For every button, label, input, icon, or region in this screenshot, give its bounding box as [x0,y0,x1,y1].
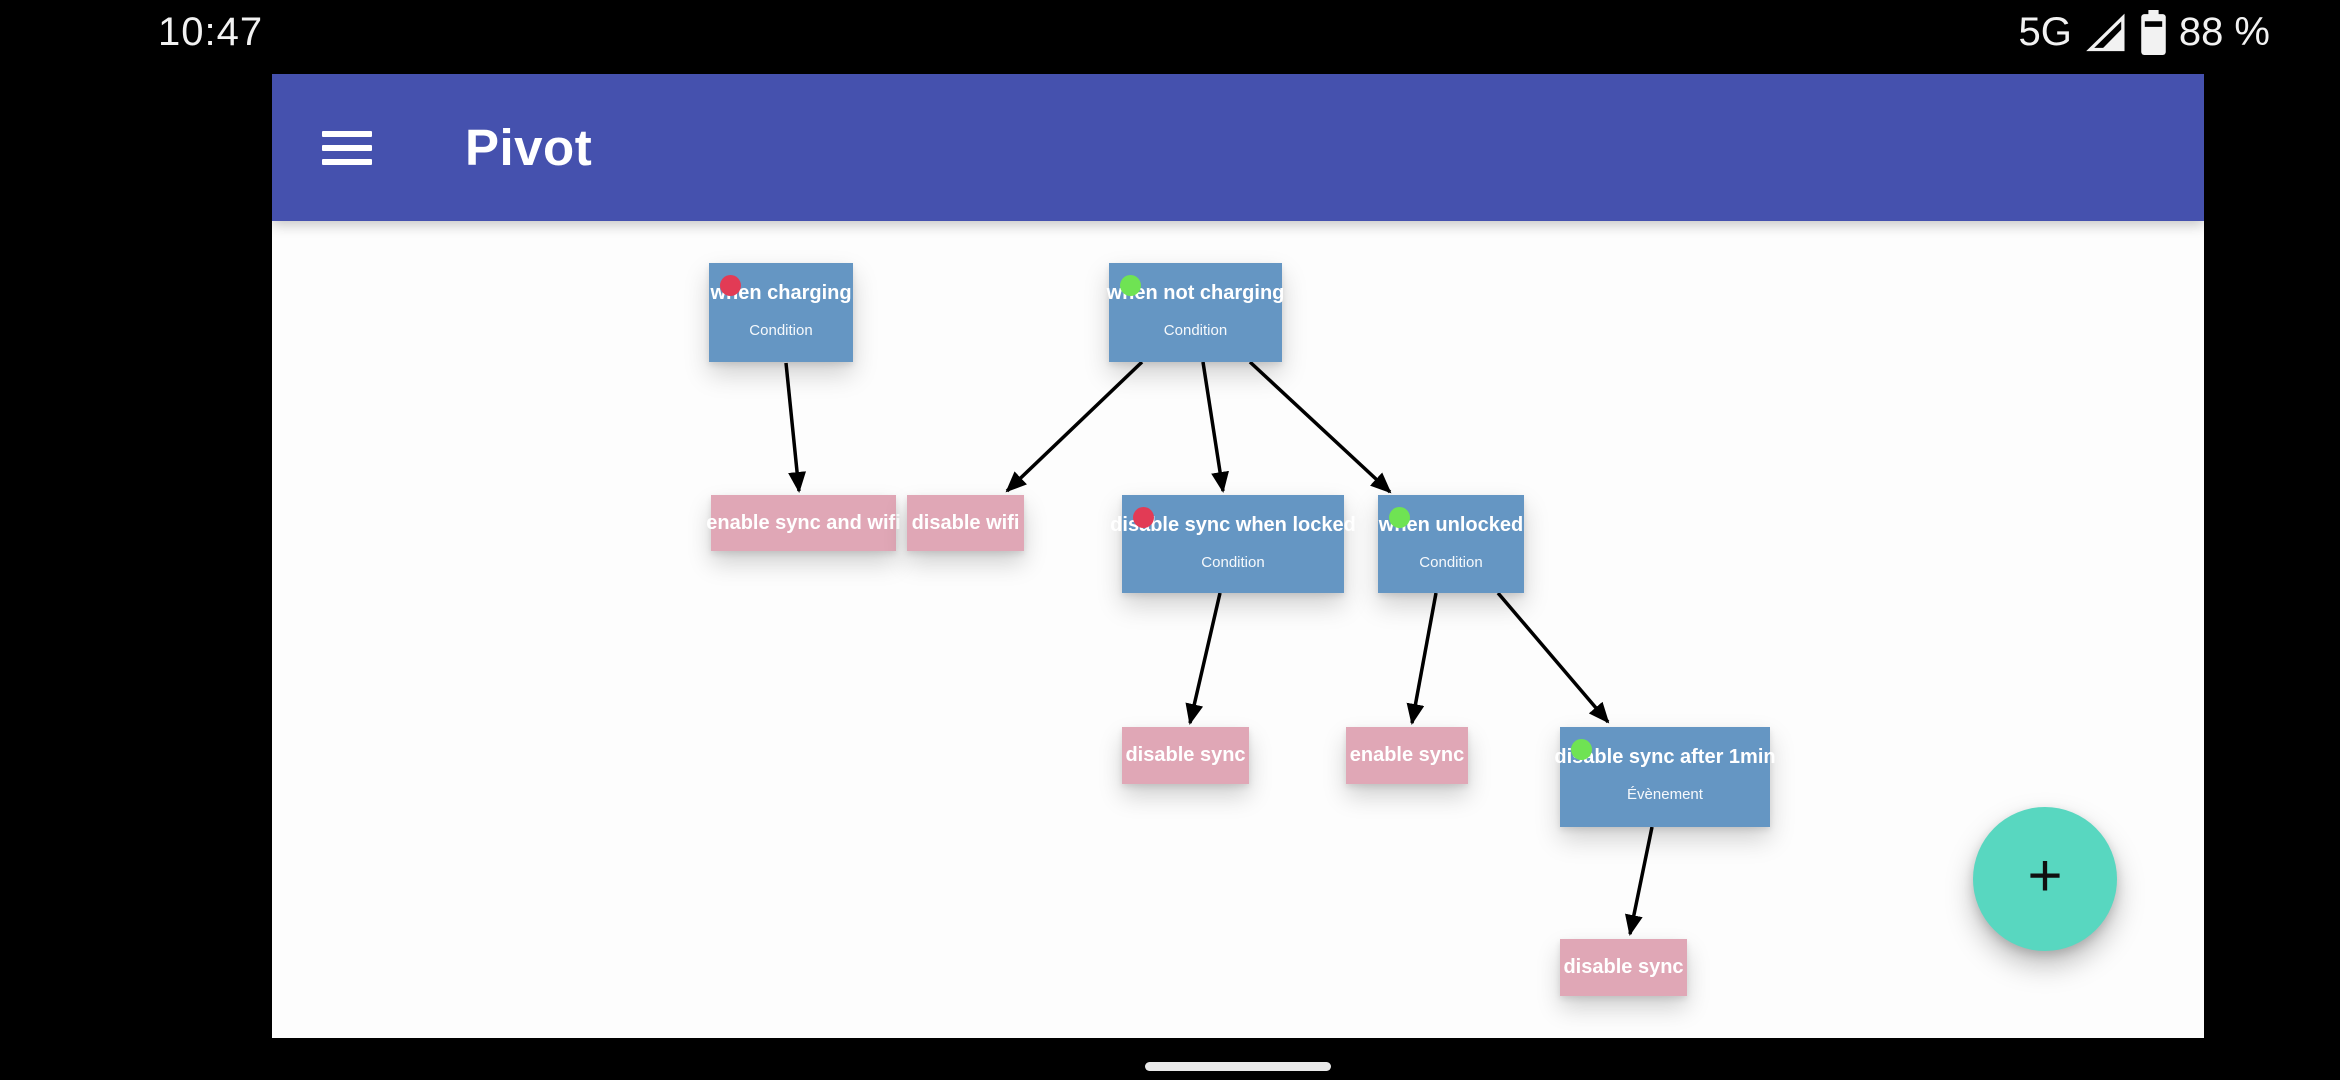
flow-node[interactable]: disable sync after 1min Évènement [1554,727,1776,827]
node-subtitle: Condition [749,322,813,339]
node-subtitle: Évènement [1627,786,1703,803]
flowchart-canvas[interactable]: when charging Condition when not chargin… [272,221,2204,1038]
flow-edge-arrow [1185,592,1222,725]
node-subtitle: Condition [1201,554,1265,571]
flow-node[interactable]: disable wifi [907,495,1024,551]
node-title: disable sync [1125,744,1246,766]
flow-edge-arrow [1406,592,1438,725]
network-type-label: 5G [2018,10,2072,54]
node-title: disable sync when locked [1110,514,1356,536]
hamburger-bar [322,158,372,165]
flow-node[interactable]: disable sync [1560,939,1687,996]
battery-icon [2141,10,2166,55]
flow-edge-arrow [1201,361,1229,493]
flow-node[interactable]: disable sync when locked Condition [1110,495,1356,593]
node-title: enable sync [1349,744,1465,766]
flow-node[interactable]: enable sync and wifi [706,495,901,551]
signal-strength-icon [2086,13,2125,51]
hamburger-bar [322,144,372,151]
status-bar-right-cluster: 5G 88 % [2018,10,2270,55]
flow-edge-arrow [784,362,807,493]
node-status-dot [1133,507,1154,528]
node-title: disable sync [1563,956,1684,978]
pivot-app-window: Pivot when charging Condition when not c… [272,74,2204,1038]
add-node-fab[interactable]: + [1973,807,2117,951]
status-bar: 10:47 5G 88 % [0,0,2340,74]
node-status-dot [1571,739,1592,760]
flow-node[interactable]: when unlocked Condition [1378,495,1524,593]
node-title: when charging [710,282,852,304]
hamburger-bar [322,130,372,137]
node-status-dot [720,275,741,296]
node-title: when not charging [1106,282,1285,304]
node-subtitle: Condition [1419,554,1483,571]
flow-node[interactable]: when charging Condition [709,263,853,362]
node-status-dot [1120,275,1141,296]
page-title: Pivot [465,119,593,176]
node-subtitle: Condition [1163,322,1228,339]
flow-edge-arrow [1005,360,1144,493]
flow-node[interactable]: when not charging Condition [1106,263,1285,362]
plus-icon: + [2027,842,2063,909]
node-title: enable sync and wifi [706,511,901,534]
flow-node[interactable]: enable sync [1346,727,1468,784]
app-bar: Pivot [272,74,2204,221]
node-status-dot [1389,507,1410,528]
node-title: disable sync after 1min [1554,746,1776,768]
flow-edge-arrow [1625,826,1654,936]
flow-edge-arrow [1248,360,1392,494]
flow-edges-layer [784,360,1654,936]
gesture-navigation-pill[interactable] [1145,1062,1331,1071]
flow-node[interactable]: disable sync [1122,727,1249,784]
status-time: 10:47 [158,10,264,54]
flow-edge-arrow [1496,591,1610,724]
battery-percent-label: 88 % [2178,10,2270,54]
node-title: when unlocked [1378,514,1524,536]
hamburger-menu-icon[interactable] [322,130,372,165]
node-title: disable wifi [911,511,1020,534]
